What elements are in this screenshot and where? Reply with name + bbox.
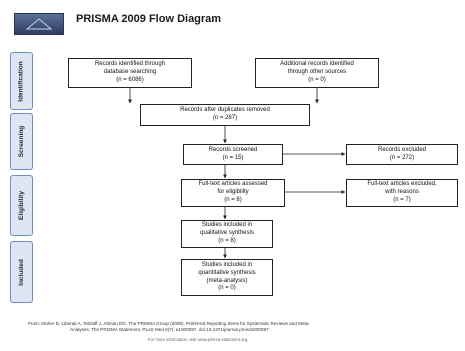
box-text: (n = 0) xyxy=(308,76,326,83)
box-text: quantitative synthesis xyxy=(198,269,256,276)
citation-footer: From: Moher D, Liberati A, Tetzlaff J, A… xyxy=(28,321,458,343)
box-records-other-sources: Additional records identified through ot… xyxy=(255,58,379,88)
box-text: Records identified through xyxy=(94,61,166,68)
stage-included: Included xyxy=(10,241,33,303)
stage-screening: Screening xyxy=(10,113,33,170)
logo-mark-icon xyxy=(25,18,53,30)
box-records-excluded: Records excluded (n = 272) xyxy=(346,144,458,165)
box-text: for eligibility xyxy=(217,189,249,196)
box-text: Additional records identified xyxy=(280,61,354,68)
box-text: through other sources xyxy=(287,69,347,76)
box-quantitative-synthesis: Studies included in quantitative synthes… xyxy=(181,259,273,296)
box-text: Full-text articles excluded, xyxy=(367,181,437,188)
more-info-line: For more information, visit www.prisma-s… xyxy=(148,337,249,343)
box-records-screened: Records screened (n = 15) xyxy=(183,144,283,165)
box-fulltext-assessed: Full-text articles assessed for eligibil… xyxy=(181,179,285,207)
box-text: (n = 7) xyxy=(393,196,411,203)
box-text: Full-text articles assessed xyxy=(198,181,268,188)
box-text: (n = 8) xyxy=(218,237,236,244)
box-text: (meta-analysis) xyxy=(206,277,248,284)
box-text: (n = 15) xyxy=(222,154,244,161)
box-text: (n = 8) xyxy=(224,196,242,203)
citation-line: From: Moher D, Liberati A, Tetzlaff J, A… xyxy=(28,321,310,326)
box-text: Records excluded xyxy=(377,146,427,153)
box-after-duplicates: Records after duplicates removed (n = 28… xyxy=(140,104,310,126)
box-text: qualitative synthesis xyxy=(200,230,254,237)
box-text: Records after duplicates removed xyxy=(180,107,270,114)
box-text: Studies included in xyxy=(201,222,253,229)
box-text: (n = 6086) xyxy=(116,76,144,83)
box-text: Records screened xyxy=(208,146,258,153)
prisma-logo xyxy=(14,13,64,35)
page-title: PRISMA 2009 Flow Diagram xyxy=(76,13,222,25)
box-text: with reasons xyxy=(385,189,419,196)
stage-identification: Identification xyxy=(10,52,33,110)
box-text: Studies included in xyxy=(201,261,253,268)
box-text: (n = 0) xyxy=(218,285,236,292)
box-qualitative-synthesis: Studies included in qualitative synthesi… xyxy=(181,220,273,248)
box-text: (n = 272) xyxy=(389,154,415,161)
box-records-database: Records identified through database sear… xyxy=(68,58,192,88)
box-text: (n = 287) xyxy=(212,115,238,121)
box-fulltext-excluded: Full-text articles excluded, with reason… xyxy=(346,179,458,207)
citation-line: Analyses: The PRISMA Statement. PLoS Med… xyxy=(70,327,269,333)
stage-eligibility: Eligibility xyxy=(10,175,33,236)
box-text: database searching xyxy=(103,69,157,76)
